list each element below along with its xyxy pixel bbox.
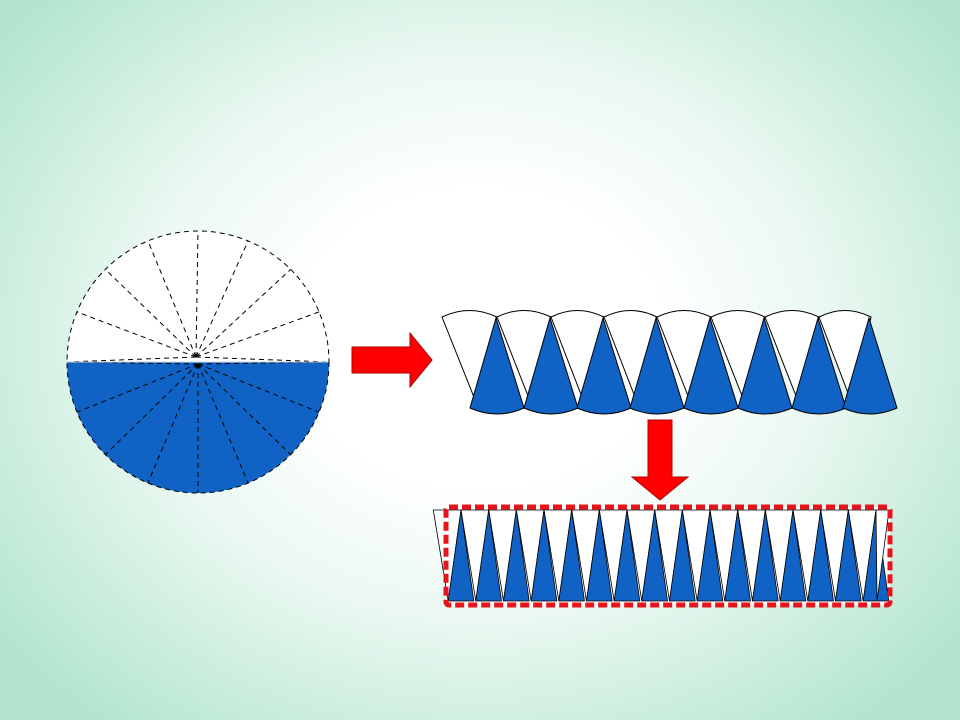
circle-white-half <box>67 231 329 362</box>
unrolled-sector-strip <box>441 310 898 415</box>
sector-radius-line <box>105 363 199 455</box>
circle-outline <box>66 230 330 494</box>
rectangle-blue-triangle <box>807 509 834 602</box>
sector-radius-line <box>147 240 197 358</box>
sector-radius-line <box>195 269 291 358</box>
rectangle-blue-triangle <box>724 509 751 602</box>
rectangle-blue-triangle <box>447 509 475 602</box>
sector-radius-line <box>195 311 320 358</box>
strip-blue-sector <box>842 316 898 415</box>
sector-radius-line <box>197 363 320 413</box>
sector-radius-line <box>66 356 197 363</box>
rectangle-blue-triangle <box>530 509 558 602</box>
highlight-dashed-border <box>443 504 893 608</box>
rectangle-white-triangle <box>875 509 890 602</box>
sector-radius-line <box>195 240 249 358</box>
sector-radius-line <box>76 311 197 358</box>
strip-white-sector <box>818 310 872 408</box>
rectangle-blue-triangle <box>475 509 502 602</box>
rectangle-blue-triangle <box>586 509 613 602</box>
sector-radius-line <box>105 269 197 358</box>
divided-circle <box>66 230 330 494</box>
rearranged-rectangle <box>432 504 893 608</box>
rectangle-blue-triangle <box>613 509 641 602</box>
rectangle-blue-triangle <box>696 509 724 602</box>
sector-radius-line <box>197 363 249 484</box>
sector-radius-line <box>197 363 291 455</box>
arrow-down-icon <box>630 419 690 501</box>
rectangle-blue-triangle <box>669 509 696 602</box>
rectangle-blue-triangle <box>503 509 530 602</box>
sector-radius-line <box>195 230 199 358</box>
sector-radius-line <box>76 363 199 413</box>
arrow-right-icon <box>351 331 433 389</box>
rectangle-blue-triangle <box>779 509 807 602</box>
sector-radius-line <box>147 363 199 484</box>
rectangle-blue-triangle <box>752 509 779 602</box>
sector-radius-line <box>195 356 330 363</box>
rectangle-blue-triangle <box>641 509 668 602</box>
rectangle-blue-triangle <box>835 509 862 602</box>
rectangle-blue-triangle <box>558 509 585 602</box>
